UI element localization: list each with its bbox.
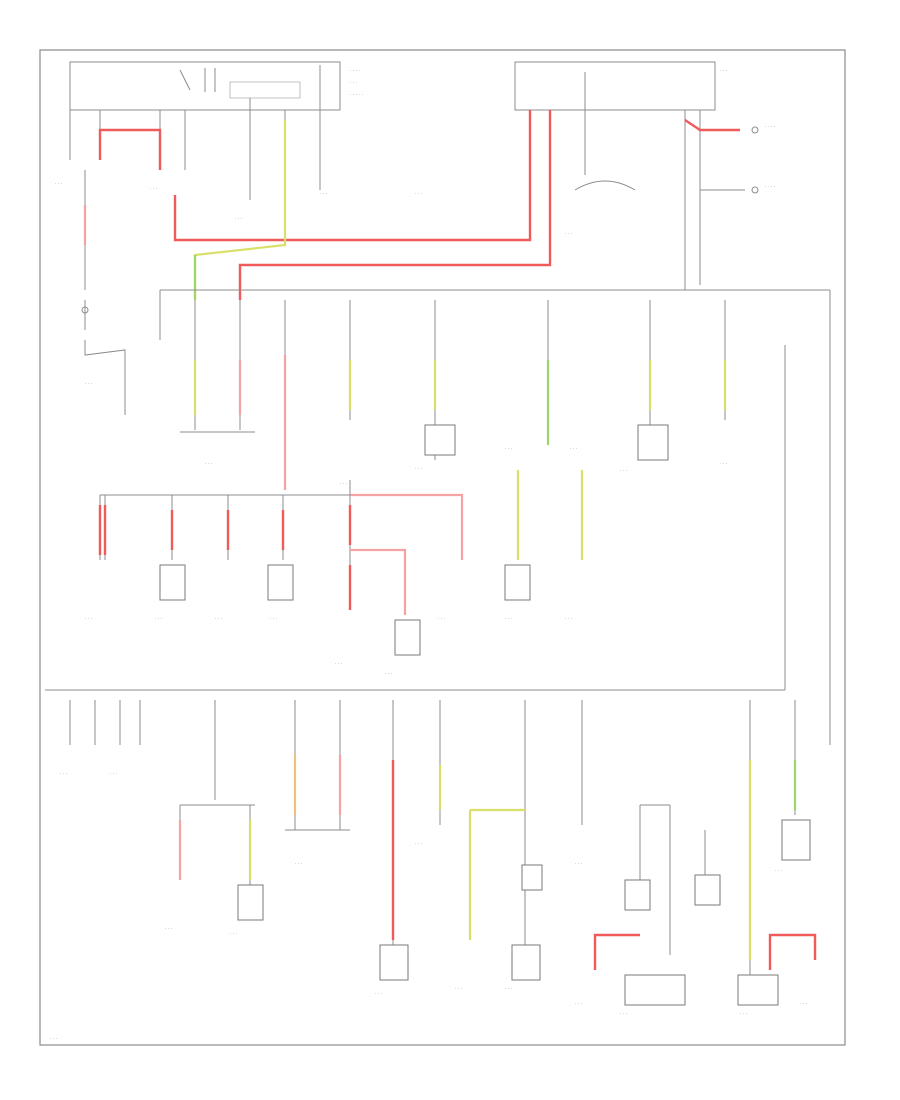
svg-text:· · ·: · · · [505, 987, 512, 992]
svg-text:· · ·: · · · [438, 617, 445, 622]
svg-text:· · ·: · · · [295, 862, 302, 867]
svg-text:· · · ·: · · · · [350, 69, 360, 74]
svg-text:· · ·: · · · [505, 447, 512, 452]
svg-text:· · ·: · · · [165, 927, 172, 932]
svg-text:· · ·: · · · [415, 467, 422, 472]
svg-text:· · · ·: · · · · [765, 125, 775, 130]
svg-text:· · ·: · · · [620, 1012, 627, 1017]
svg-text:· · ·: · · · [575, 1002, 582, 1007]
svg-text:· · ·: · · · [505, 617, 512, 622]
svg-text:· · ·: · · · [55, 182, 62, 187]
svg-text:· · ·: · · · [720, 462, 727, 467]
svg-text:· · ·: · · · [150, 187, 157, 192]
svg-text:· · ·: · · · [350, 81, 357, 86]
svg-text:· · ·: · · · [375, 992, 382, 997]
svg-text:· · ·: · · · [230, 932, 237, 937]
svg-text:· · ·: · · · [415, 192, 422, 197]
svg-text:· · ·: · · · [320, 192, 327, 197]
svg-text:· · ·: · · · [455, 987, 462, 992]
svg-text:· · ·: · · · [155, 617, 162, 622]
svg-text:· · ·: · · · [85, 617, 92, 622]
lower-row-circuits [69, 700, 817, 1006]
svg-text:· · ·: · · · [575, 862, 582, 867]
svg-text:· · ·: · · · [620, 469, 627, 474]
illegible-labels: · · · · · · · · · · · · · · · · · · · · … [50, 182, 807, 1042]
svg-text:· · ·: · · · [85, 382, 92, 387]
svg-text:· · · · ·: · · · · · [350, 93, 363, 98]
middle-distribution [98, 470, 584, 656]
svg-text:· · ·: · · · [235, 217, 242, 222]
svg-text:· · ·: · · · [570, 447, 577, 452]
right-side-connectors: · · · · · · · · [700, 125, 775, 194]
svg-text:· · ·: · · · [565, 232, 572, 237]
main-battery-feed-wires [98, 110, 740, 300]
svg-text:· · · ·: · · · · [765, 185, 775, 190]
upper-row-circuits [180, 300, 727, 490]
svg-text:· · ·: · · · [565, 617, 572, 622]
svg-text:· · ·: · · · [340, 482, 347, 487]
svg-text:· · ·: · · · [205, 462, 212, 467]
svg-text:· · ·: · · · [270, 617, 277, 622]
svg-text:· · ·: · · · [50, 1037, 57, 1042]
svg-text:· · ·: · · · [110, 772, 117, 777]
upper-bus [45, 289, 831, 745]
svg-text:· · ·: · · · [415, 842, 422, 847]
svg-text:· · ·: · · · [740, 1012, 747, 1017]
diagram-frame [39, 49, 846, 1046]
svg-text:· · ·: · · · [60, 772, 67, 777]
battery-section [81, 170, 126, 415]
right-top-fuse-box: · · · [514, 61, 727, 290]
svg-text:· · ·: · · · [385, 672, 392, 677]
svg-text:· · ·: · · · [800, 1002, 807, 1007]
left-top-fuse-box: · · · · · · · · · · · · [69, 61, 363, 240]
svg-text:· · ·: · · · [775, 869, 782, 874]
svg-text:· · ·: · · · [215, 617, 222, 622]
svg-text:· · ·: · · · [720, 69, 727, 74]
svg-text:· · ·: · · · [335, 662, 342, 667]
